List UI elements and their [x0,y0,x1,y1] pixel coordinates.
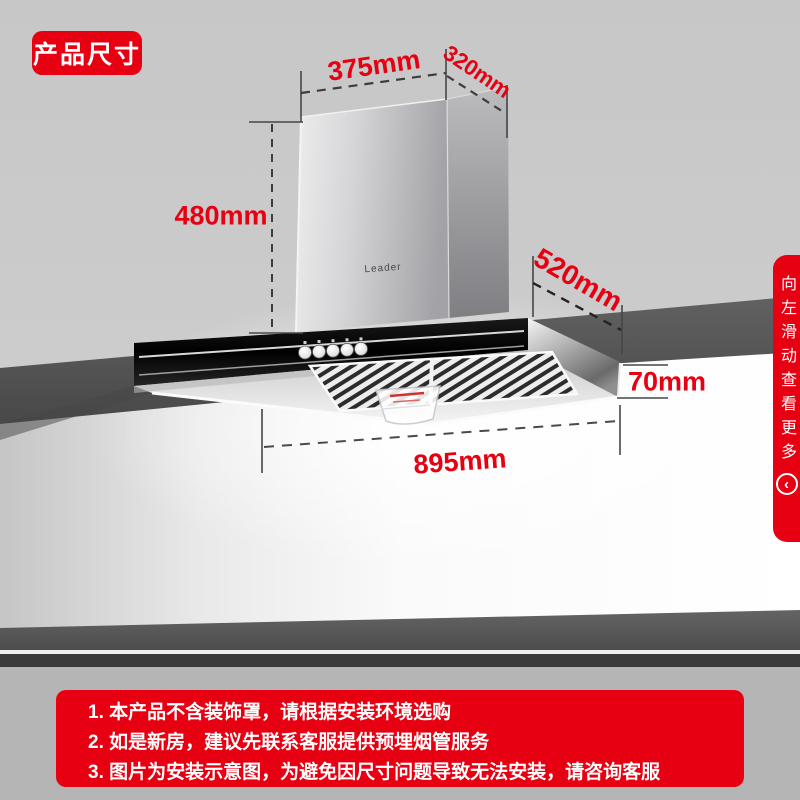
chevron-left-glyph: ‹ [784,475,789,493]
install-note-2: 2. 如是新房，建议先联系客服提供预埋烟管服务 [88,732,490,753]
brand-logo: Leader [364,262,402,276]
swipe-left-label: 向左滑动查看更多 [778,275,795,467]
install-note-3: 3. 图片为安装示意图，为避免因尺寸问题导致无法安装，请咨询客服 [88,762,661,783]
swipe-left-for-more-tab[interactable]: 向左滑动查看更多 ‹ [773,255,800,542]
chevron-left-circle-icon: ‹ [775,473,798,495]
dimension-lines [249,49,668,473]
oil-cup [374,385,441,425]
dim-label-chimney-height: 480mm [174,200,268,231]
install-notes-box: 1. 本产品不含装饰罩，请根据安装环境选购 2. 如是新房，建议先联系客服提供预… [56,690,744,787]
hood-control-buttons [298,337,368,360]
range-hood: Leader [134,86,621,426]
dim-label-front-height: 70mm [627,366,707,397]
dim-label-body-width: 895mm [412,443,508,480]
product-size-badge: 产品尺寸 [32,31,142,75]
install-note-1: 1. 本产品不含装饰罩，请根据安装环境选购 [88,702,452,723]
